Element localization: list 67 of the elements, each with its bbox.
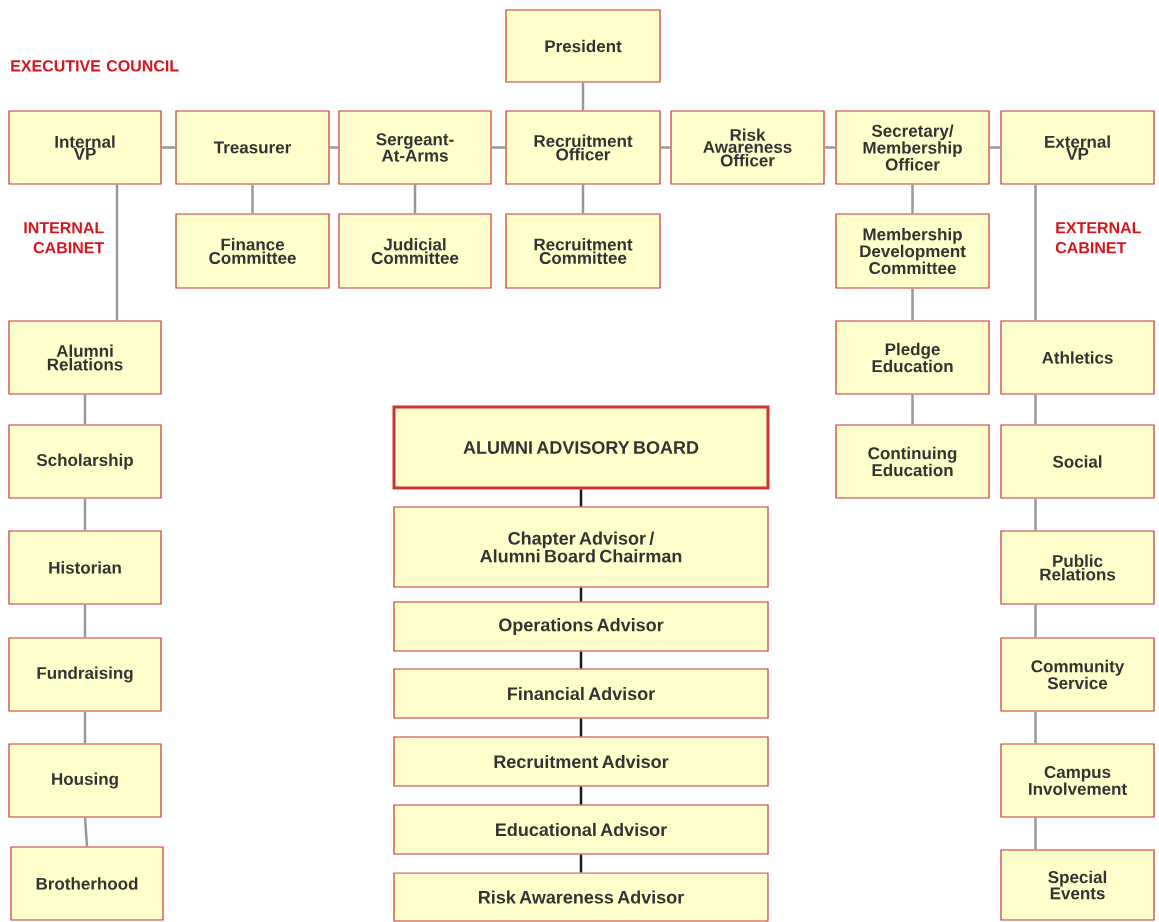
position-box: Scholarship xyxy=(8,424,162,499)
position-box: Risk Awareness Advisor xyxy=(393,872,769,922)
connector-line xyxy=(989,146,1001,149)
position-box: Membership Development Committee xyxy=(835,213,990,289)
position-box: Recruitment Committee xyxy=(505,213,661,289)
connector-line xyxy=(911,288,914,321)
connector-line xyxy=(329,146,339,149)
connector-line xyxy=(579,786,583,805)
connector-line xyxy=(161,146,176,149)
connector-line xyxy=(83,498,87,531)
position-box: Athletics xyxy=(1000,320,1155,395)
connector-line xyxy=(579,587,583,602)
position-box: Risk Awareness Officer xyxy=(670,110,825,185)
section-heading: EXECUTIVE COUNCIL xyxy=(11,60,179,72)
connector-line xyxy=(660,146,671,149)
position-box: Recruitment Advisor xyxy=(393,736,769,787)
section-heading: INTERNAL CABINET xyxy=(24,222,104,254)
position-box: Continuing Education xyxy=(835,424,990,499)
connector-line xyxy=(1034,498,1037,531)
position-box: External VP xyxy=(1000,110,1155,185)
connector-line xyxy=(83,604,87,638)
position-box: Housing xyxy=(8,743,162,818)
connector-line xyxy=(413,184,417,214)
connector-line xyxy=(911,394,914,425)
position-box: Treasurer xyxy=(175,110,330,185)
board-box: ALUMNI ADVISORY BOARD xyxy=(392,405,770,490)
connector-line xyxy=(581,82,585,111)
section-heading: EXTERNAL CABINET xyxy=(1055,222,1141,254)
connector-line xyxy=(911,184,914,214)
position-box: Operations Advisor xyxy=(393,601,769,652)
position-box: Recruitment Officer xyxy=(505,110,661,185)
position-box: Judicial Committee xyxy=(338,213,492,289)
connector-line xyxy=(581,184,585,214)
position-box: Alumni Relations xyxy=(8,320,162,395)
position-box: Social xyxy=(1000,424,1155,499)
position-box: Pledge Education xyxy=(835,320,990,395)
position-box: Financial Advisor xyxy=(393,668,769,719)
connector-line xyxy=(1034,394,1037,425)
connector-line xyxy=(1034,817,1037,850)
connector-line xyxy=(1034,184,1037,321)
position-box: Chapter Advisor / Alumni Board Chairman xyxy=(393,506,769,588)
position-box: President xyxy=(505,9,661,83)
position-box: Community Service xyxy=(1000,637,1155,712)
connector-line xyxy=(83,817,89,847)
position-box: Fundraising xyxy=(8,637,162,712)
position-box: Special Events xyxy=(1000,849,1155,921)
connector-line xyxy=(579,718,583,737)
position-box: Public Relations xyxy=(1000,530,1155,605)
connector-line xyxy=(579,651,583,669)
connector-line xyxy=(83,711,87,744)
position-box: Sergeant-At-Arms xyxy=(338,110,492,185)
connector-line xyxy=(115,184,119,321)
connector-line xyxy=(579,854,583,873)
connector-line xyxy=(1034,604,1037,638)
connector-line xyxy=(491,146,506,149)
connector-line xyxy=(579,489,583,507)
connector-line xyxy=(824,146,836,149)
position-box: Secretary/ Membership Officer xyxy=(835,110,990,185)
position-box: Historian xyxy=(8,530,162,605)
position-box: Campus Involvement xyxy=(1000,743,1155,818)
connector-line xyxy=(251,184,254,214)
connector-line xyxy=(1034,711,1037,744)
position-box: Finance Committee xyxy=(175,213,330,289)
position-box: Educational Advisor xyxy=(393,804,769,855)
position-box: Brotherhood xyxy=(10,846,164,921)
connector-line xyxy=(83,394,87,425)
position-box: Internal VP xyxy=(8,110,162,185)
